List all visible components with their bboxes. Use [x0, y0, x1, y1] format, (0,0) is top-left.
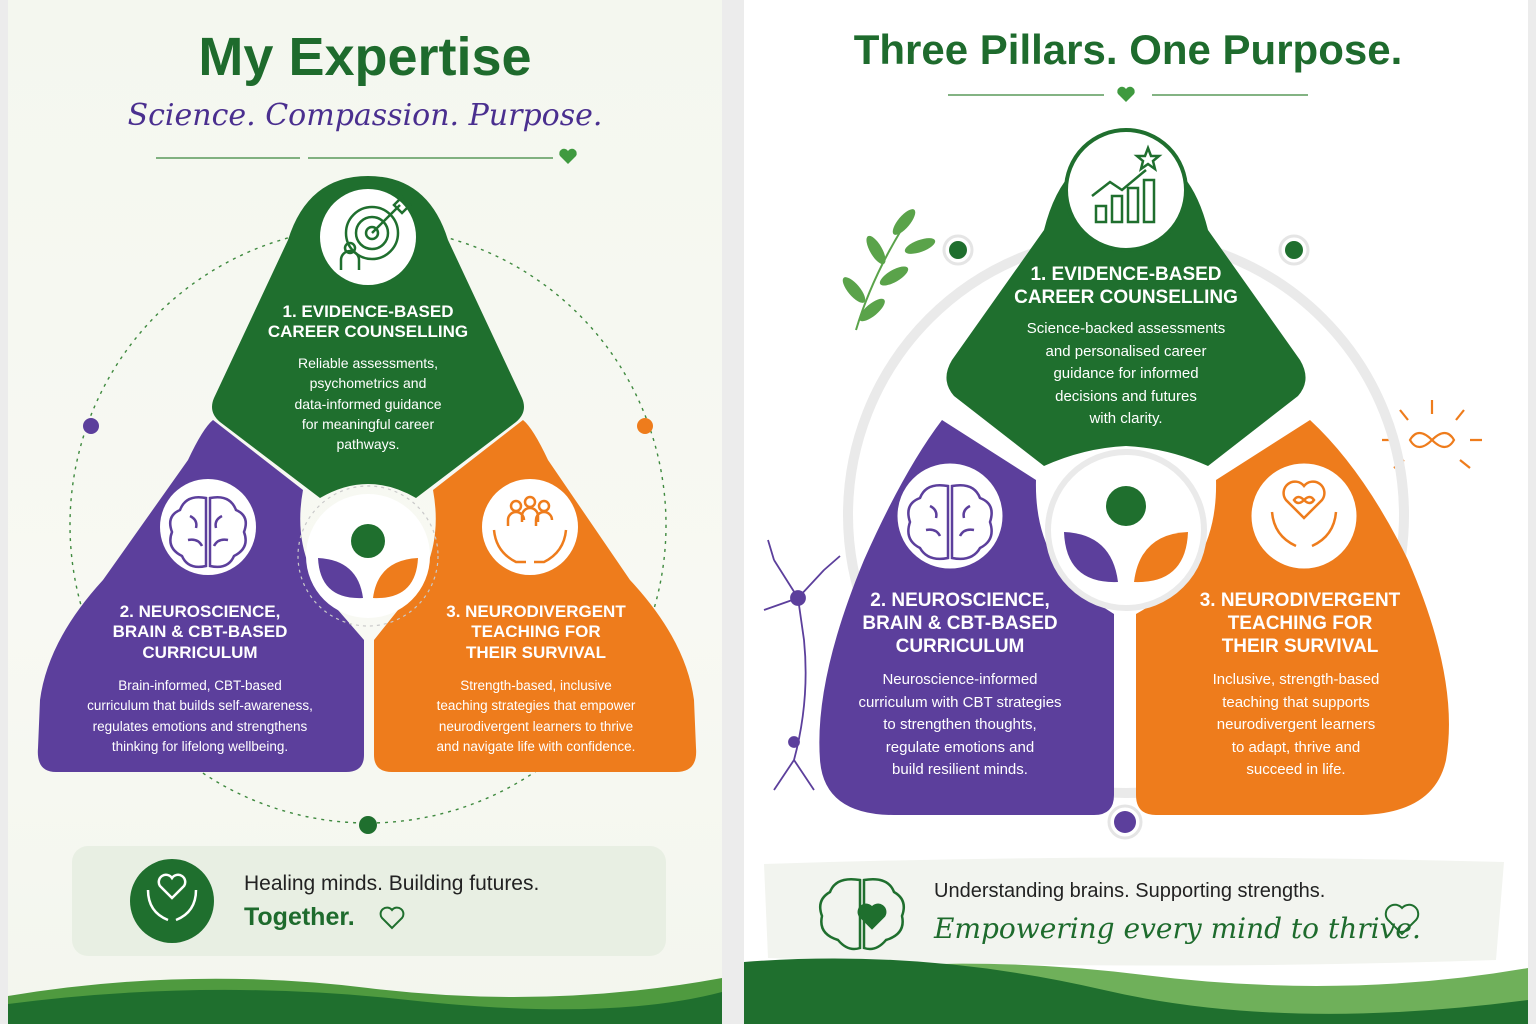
pillar-2-shape	[37, 420, 365, 772]
neuron-icon	[763, 539, 841, 791]
outline-heart-icon	[1384, 903, 1420, 936]
left-banner-bg	[72, 846, 666, 956]
right-banner-line1: Understanding brains. Supporting strengt…	[934, 880, 1326, 902]
brain-icon	[169, 496, 247, 569]
right-banner-bg	[764, 857, 1504, 966]
leaf-branch-icon	[842, 209, 936, 331]
left-graphics	[8, 148, 722, 1024]
right-banner-line2: Empowering every mind to thrive.	[934, 912, 1421, 945]
orbit-ring	[69, 226, 667, 824]
growth-chart-star-icon	[1091, 144, 1163, 224]
people-hands-icon	[492, 495, 568, 564]
left-title: My Expertise	[198, 27, 532, 87]
right-pillar-2-heading: 2. NEUROSCIENCE, BRAIN & CBT-BASED CURRI…	[862, 590, 1058, 657]
left-pillar-2-body: Brain-informed, CBT-based curriculum tha…	[87, 678, 313, 754]
right-pillar-1-heading: 1. EVIDENCE-BASED CAREER COUNSELLING	[1014, 264, 1238, 308]
heart-icon	[559, 148, 577, 164]
center-leaf-orange	[1134, 532, 1188, 583]
center-dot	[1106, 486, 1146, 526]
pillar-2-icon-circle	[160, 479, 256, 575]
ring-dot-fill	[949, 241, 967, 259]
heart-hands-icon-circle	[130, 859, 214, 943]
left-infographic-panel: My Expertise Science. Compassion. Purpos…	[8, 0, 722, 1024]
center-circle	[1045, 449, 1207, 611]
left-pillar-1-heading: 1. EVIDENCE-BASED CAREER COUNSELLING	[267, 302, 469, 342]
right-infographic-panel: Three Pillars. One Purpose.	[744, 0, 1528, 1024]
heart-icon	[1117, 86, 1135, 102]
center-ring	[297, 485, 439, 627]
heart-hands-icon	[146, 873, 198, 922]
right-title: Three Pillars. One Purpose.	[853, 26, 1403, 73]
left-pillar-3-body: Strength-based, inclusive teaching strat…	[436, 678, 636, 754]
bottom-wave-dark	[744, 958, 1528, 1024]
pillar-1-shape	[212, 176, 524, 498]
pillar-1-icon-circle	[1064, 128, 1188, 252]
sun-infinity-icon	[1382, 400, 1482, 469]
pillar-3-icon-circle	[1248, 460, 1360, 572]
pillar-2-shape	[819, 420, 1114, 815]
left-pillar-1-body: Reliable assessments, psychometrics and …	[294, 355, 442, 453]
orbit-dot-green	[359, 816, 377, 834]
right-graphics	[744, 86, 1528, 1024]
center-leaf-orange	[373, 558, 418, 599]
brain-icon	[907, 484, 993, 561]
left-tagline: Science. Compassion. Purpose.	[127, 98, 603, 133]
brain-heart-icon	[819, 878, 905, 951]
right-pillar-2-body: Neuroscience-informed curriculum with CB…	[858, 671, 1062, 778]
right-pillar-3-body: Inclusive, strength-based teaching that …	[1212, 671, 1380, 778]
pillar-1-shape	[946, 150, 1306, 466]
pillar-3-shape	[374, 420, 697, 772]
left-banner-line2: Together.	[244, 903, 355, 931]
center-leaf-purple	[1064, 532, 1118, 583]
pillar-3-shape	[1136, 420, 1449, 815]
left-pillar-3-heading: 3. NEURODIVERGENT TEACHING FOR THEIR SUR…	[446, 602, 626, 662]
ring-dot-fill	[1114, 811, 1136, 833]
orbit-dot-orange	[637, 418, 653, 434]
pillar-2-icon-circle	[894, 460, 1006, 572]
orbit-dot-purple	[83, 418, 99, 434]
outline-heart-icon	[379, 906, 405, 930]
left-pillar-2-heading: 2. NEUROSCIENCE, BRAIN & CBT-BASED CURRI…	[112, 602, 288, 662]
heart-infinity-hands-icon	[1270, 480, 1338, 548]
left-banner-line1: Healing minds. Building futures.	[244, 872, 540, 895]
pillar-3-icon-circle	[482, 479, 578, 575]
right-pillar-1-body: Science-backed assessments and personali…	[1026, 320, 1226, 427]
center-dot	[351, 524, 385, 558]
center-leaf-purple	[318, 558, 363, 599]
bottom-wave-dark	[8, 989, 722, 1024]
target-person-icon	[339, 194, 413, 270]
ring-dot-fill	[1285, 241, 1303, 259]
right-pillar-3-heading: 3. NEURODIVERGENT TEACHING FOR THEIR SUR…	[1199, 590, 1401, 657]
